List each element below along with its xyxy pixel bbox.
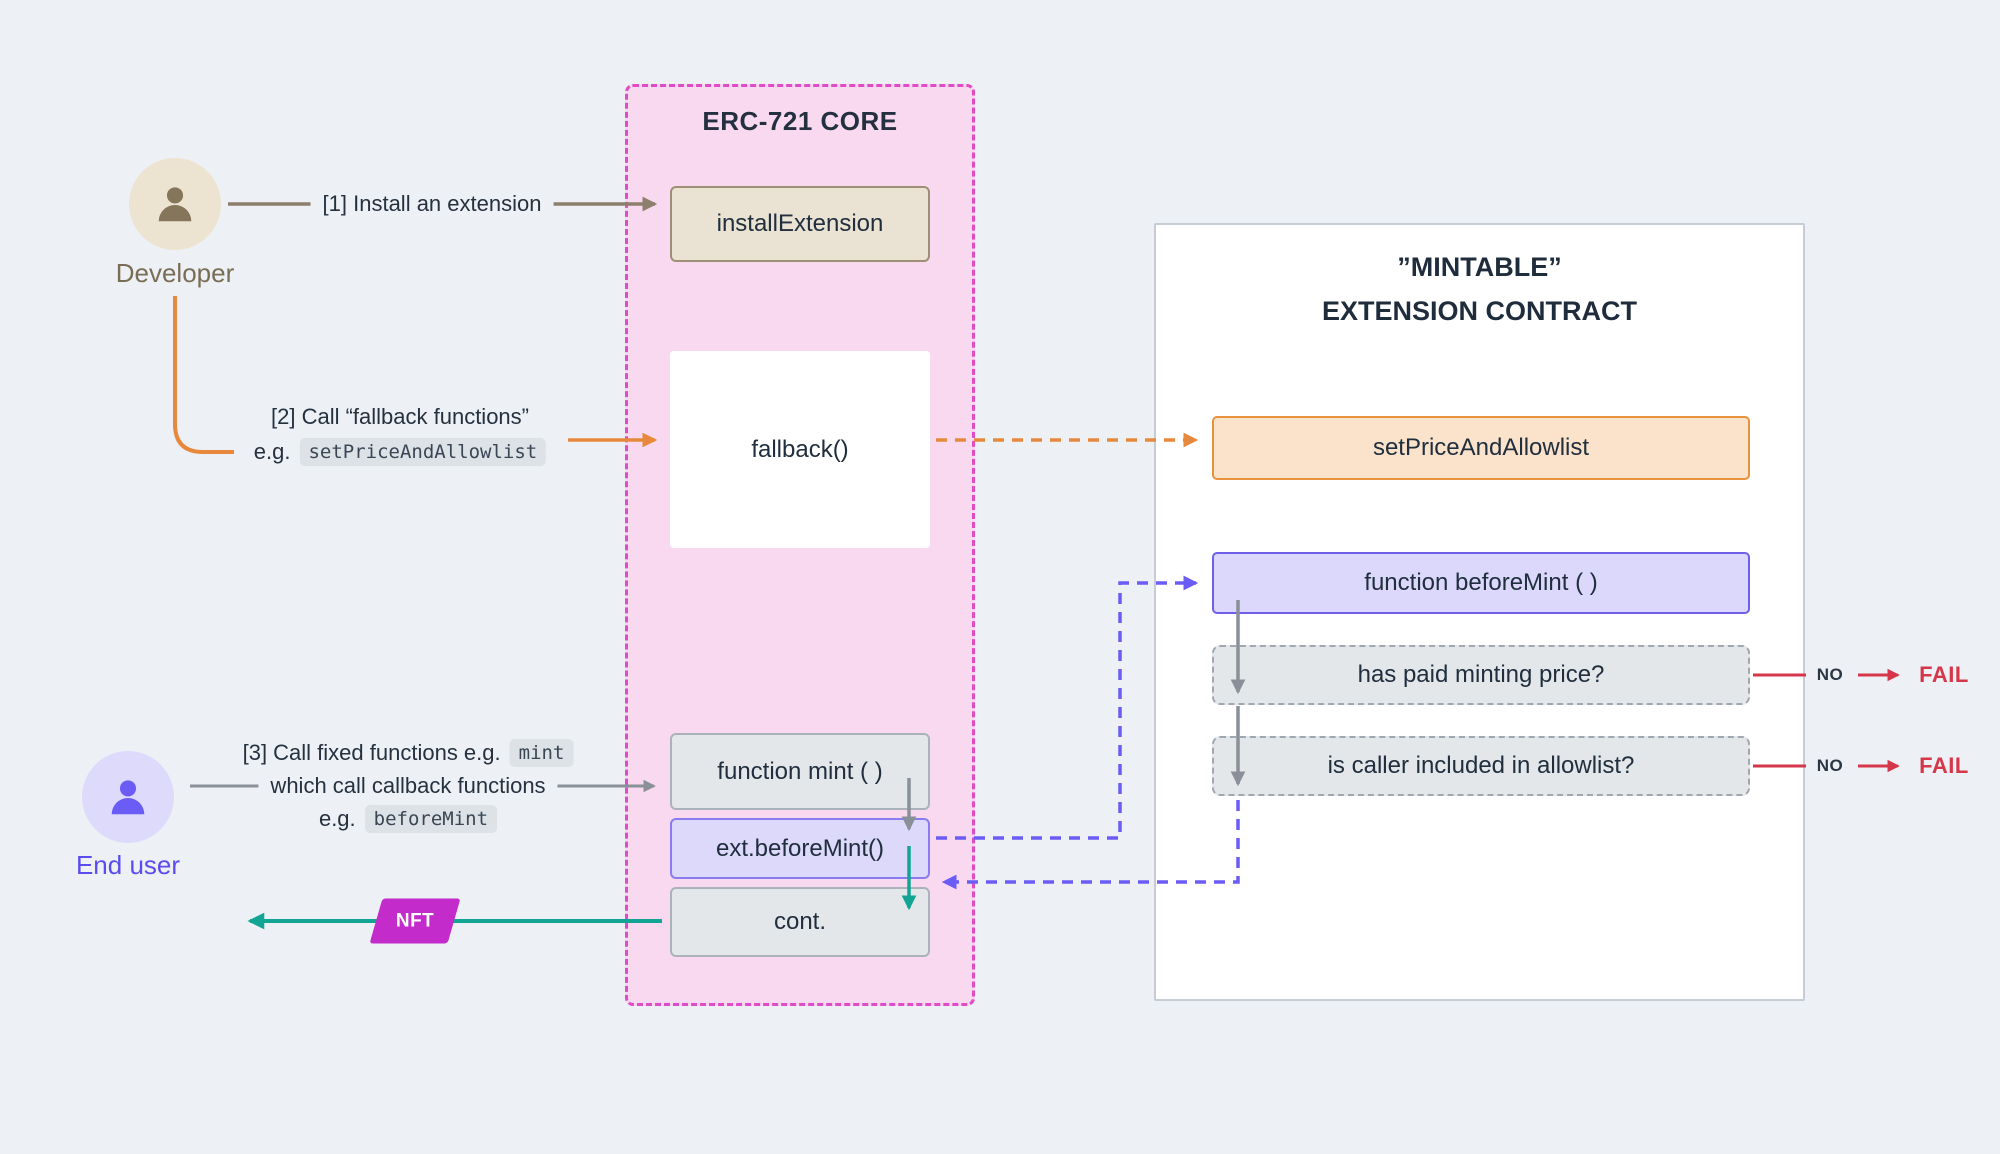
person-icon [111, 780, 145, 815]
fallback-box: fallback() [670, 351, 930, 548]
step3-mint-code-chip: mint [509, 739, 574, 767]
function-mint-box: function mint ( ) [670, 733, 930, 810]
arrow-developer-elbow [173, 296, 234, 454]
step3-eg-text: e.g. [318, 806, 356, 831]
no-label-allowlist: NO [1816, 756, 1844, 775]
end-user-label: End user [75, 850, 181, 880]
step3-label-line3: e.g. beforeMint [306, 802, 510, 836]
person-icon [158, 187, 192, 222]
developer-label: Developer [115, 258, 235, 288]
step2-label-line2: e.g. setPriceAndAllowlist [241, 435, 559, 469]
step2-label-line1: [2] Call “fallback functions” [259, 401, 541, 433]
step3-line1-text: [3] Call fixed functions e.g. [242, 740, 501, 765]
developer-avatar [129, 158, 221, 250]
extension-title-line2: EXTENSION CONTRACT [1321, 295, 1637, 326]
extension-title-line1: ”MINTABLE” [1397, 252, 1562, 282]
step2-eg-text: e.g. [253, 439, 291, 464]
fail-label-price: FAIL [1919, 662, 1969, 687]
step3-beforemint-code-chip: beforeMint [364, 805, 498, 833]
nft-badge: NFT [369, 898, 461, 944]
step1-label: [1] Install an extension [310, 188, 554, 220]
has-paid-minting-price-check: has paid minting price? [1212, 645, 1750, 705]
set-price-and-allowlist-box: setPriceAndAllowlist [1212, 416, 1750, 480]
end-user-avatar [82, 751, 174, 843]
no-label-price: NO [1816, 665, 1844, 684]
cont-box: cont. [670, 887, 930, 957]
mintable-extension-title: ”MINTABLE” EXTENSION CONTRACT [1154, 246, 1805, 333]
fail-label-allowlist: FAIL [1919, 753, 1969, 778]
step3-label-line1: [3] Call fixed functions e.g. mint [230, 736, 586, 770]
step2-code-chip: setPriceAndAllowlist [299, 438, 547, 466]
function-before-mint-box: function beforeMint ( ) [1212, 552, 1750, 614]
erc721-core-title: ERC-721 CORE [702, 106, 898, 136]
install-extension-box: installExtension [670, 186, 930, 262]
is-caller-in-allowlist-check: is caller included in allowlist? [1212, 736, 1750, 796]
ext-before-mint-box: ext.beforeMint() [670, 818, 930, 879]
step3-label-line2: which call callback functions [258, 770, 558, 802]
nft-badge-label: NFT [395, 910, 435, 931]
